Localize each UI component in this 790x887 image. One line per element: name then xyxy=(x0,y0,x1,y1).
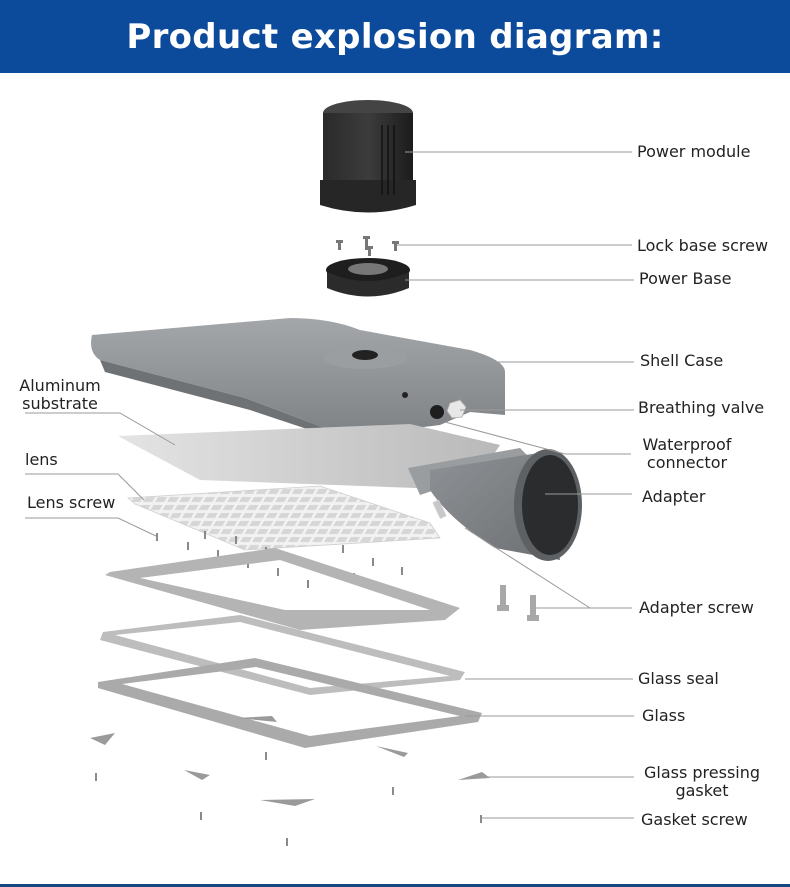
adapter-part xyxy=(408,448,582,561)
label-glass-seal: Glass seal xyxy=(638,669,719,688)
gasket-screws-part xyxy=(95,752,482,846)
label-power-base: Power Base xyxy=(639,269,732,288)
leader-aluminum-substrate xyxy=(25,412,176,446)
label-gasket-screw: Gasket screw xyxy=(641,810,748,829)
footer-divider xyxy=(0,884,790,887)
label-aluminum-substrate: Aluminum substrate xyxy=(14,377,106,413)
label-shell-case: Shell Case xyxy=(640,351,724,370)
aluminum-substrate-part xyxy=(118,424,500,490)
page-title: Product explosion diagram: xyxy=(126,16,664,57)
label-adapter-screw: Adapter screw xyxy=(639,598,754,617)
label-waterproof-connector-line1: Waterproof xyxy=(642,435,732,454)
label-lens: lens xyxy=(25,450,58,469)
label-aluminum-substrate-line1: Aluminum xyxy=(19,376,101,395)
leader-lens xyxy=(25,473,145,501)
label-glass-pressing-gasket-line2: gasket xyxy=(675,781,729,800)
label-waterproof-connector: Waterproof connector xyxy=(632,436,742,472)
shell-case-part xyxy=(91,318,505,440)
label-aluminum-substrate-line2: substrate xyxy=(22,394,98,413)
leader-lines xyxy=(25,151,634,819)
leader-lens-screw xyxy=(25,517,157,537)
label-breathing-valve: Breathing valve xyxy=(638,398,765,417)
label-power-module: Power module xyxy=(637,142,751,161)
header-banner: Product explosion diagram: xyxy=(0,0,790,73)
label-lock-base-screw: Lock base screw xyxy=(637,236,769,255)
leader-waterproof-connector xyxy=(444,421,631,455)
label-waterproof-connector-line2: connector xyxy=(646,453,728,472)
lens-part xyxy=(126,485,441,551)
glass-pressing-gaskets-part xyxy=(90,716,490,806)
glass-part xyxy=(98,658,482,748)
leader-adapter-screw-2 xyxy=(464,527,591,609)
power-base-part xyxy=(326,258,410,297)
label-lens-screw: Lens screw xyxy=(27,493,116,512)
label-glass-pressing-gasket: Glass pressing gasket xyxy=(638,764,766,800)
power-module-part xyxy=(320,100,416,213)
adapter-screws-part xyxy=(497,585,539,621)
label-glass: Glass xyxy=(642,706,686,725)
label-adapter: Adapter xyxy=(642,487,706,506)
lens-frame-part xyxy=(105,548,460,630)
label-glass-pressing-gasket-line1: Glass pressing xyxy=(643,763,761,782)
glass-seal-part xyxy=(100,615,465,695)
lock-base-screws-part xyxy=(336,236,399,256)
